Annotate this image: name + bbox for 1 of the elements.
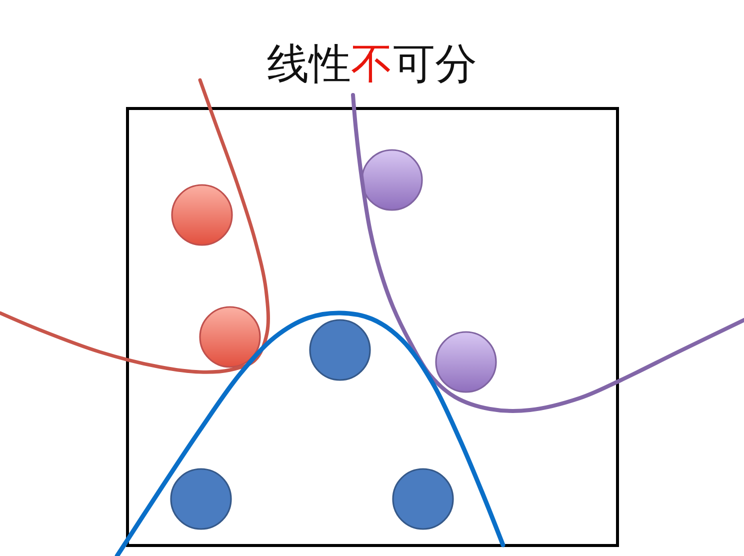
diagram-title: 线性不可分	[266, 38, 478, 90]
